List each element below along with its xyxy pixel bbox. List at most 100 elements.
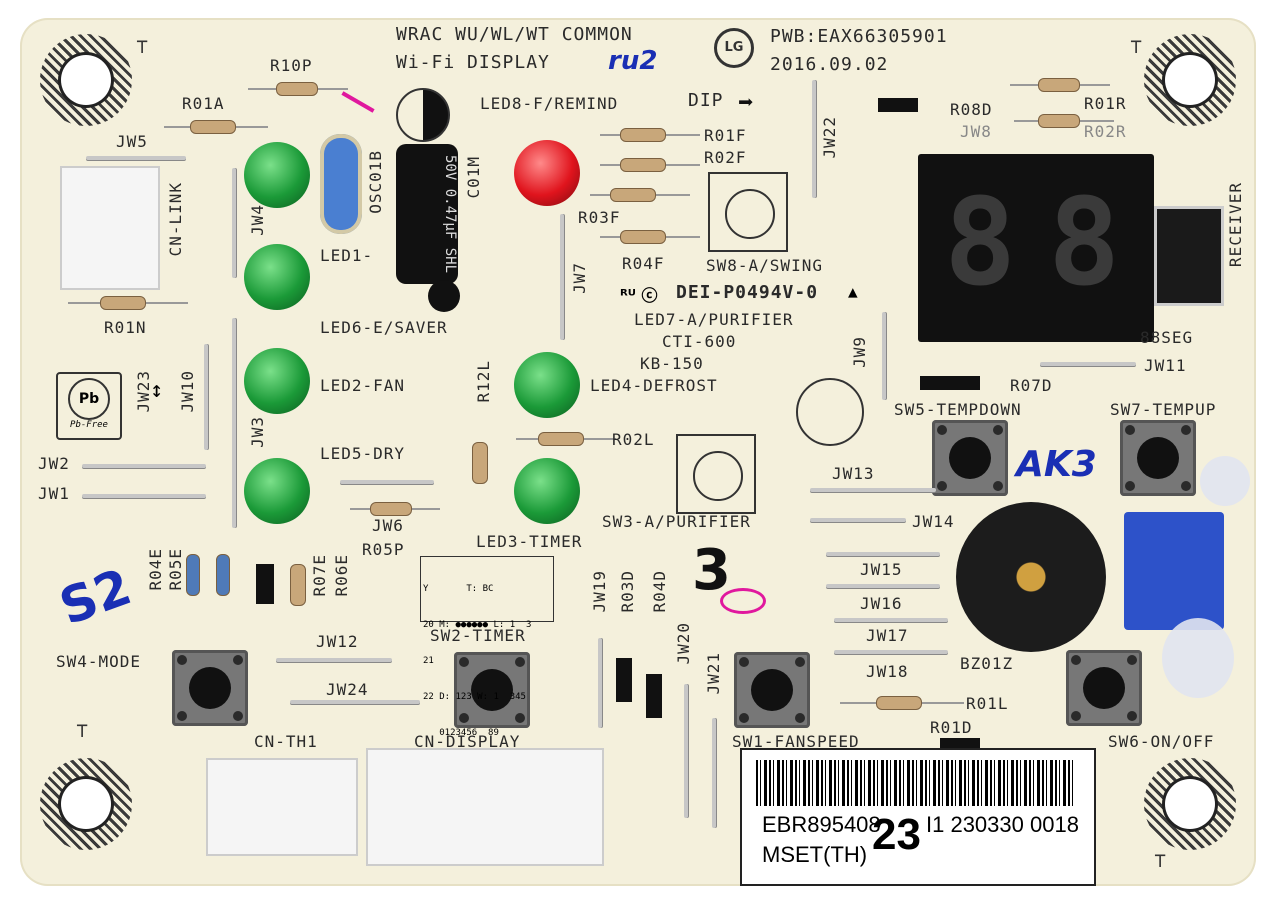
ul-mark-icon: ᴿᵁ ⓒ: [620, 286, 658, 305]
barcode-label: EBR895408 23 I1 230330 0018 MSET(TH): [740, 748, 1096, 886]
sw2-label: SW2-TIMER: [430, 626, 526, 645]
jumper-jw11: [1040, 362, 1136, 366]
pin: [1127, 711, 1137, 721]
r02l-label: R02L: [612, 430, 655, 449]
resistor-r01n: [100, 296, 146, 310]
table-row: 20 M: ●●●●●● L: 1 3: [423, 620, 532, 630]
jw6-label: JW6: [372, 516, 404, 535]
jw3-label: JW3: [248, 416, 267, 448]
pin: [233, 711, 243, 721]
jw16-label: JW16: [860, 594, 903, 613]
sw1-fanspeed-button[interactable]: [734, 652, 810, 728]
sw8-pad: [708, 172, 788, 252]
pin: [177, 711, 187, 721]
jw5-label: JW5: [116, 132, 148, 151]
pin: [1181, 481, 1191, 491]
jumper-jw9: [882, 312, 886, 400]
capacitor-c01m: 50V 0.47μF SHL: [396, 144, 458, 284]
c01m-label: C01M: [464, 156, 483, 199]
diode-r03d: [616, 658, 632, 702]
led5-label: LED5-DRY: [320, 444, 406, 463]
diode: [256, 564, 274, 604]
sw1-label: SW1-FANSPEED: [732, 732, 860, 751]
dip-label: DIP: [688, 90, 724, 111]
jumper-jw21: [712, 718, 716, 828]
pin: [993, 481, 1003, 491]
bz01z-label: BZ01Z: [960, 654, 1014, 673]
option-table: Y T: BC 20 M: ●●●●●● L: 1 3 21 22 D: 123…: [420, 556, 554, 738]
jumper-jw10: [204, 344, 208, 450]
jw17-label: JW17: [866, 626, 909, 645]
screw-icon: ⊤: [136, 34, 149, 58]
r01a-label: R01A: [182, 94, 225, 113]
cn-th1-label: CN-TH1: [254, 732, 318, 751]
jw15-label: JW15: [860, 560, 903, 579]
sw6-on-off-button[interactable]: [1066, 650, 1142, 726]
table-row: Y T: BC: [423, 584, 494, 594]
screw-icon: ⊤: [76, 718, 89, 742]
cert-label: DEI-P0494V-0: [676, 282, 819, 303]
jw8-label: JW8: [960, 122, 992, 141]
jumper-jw2: [82, 464, 206, 468]
board-title: WRAC WU/WL/WT COMMON: [396, 24, 633, 45]
sw7-tempup-button[interactable]: [1120, 420, 1196, 496]
sw7-label: SW7-TEMPUP: [1110, 400, 1217, 419]
jw24-label: JW24: [326, 680, 369, 699]
pin: [1125, 425, 1135, 435]
sw5-label: SW5-TEMPDOWN: [894, 400, 1022, 419]
pin: [937, 481, 947, 491]
digit-1: 8: [944, 174, 1017, 313]
table-row: 21: [423, 656, 434, 666]
button-cap: [1137, 437, 1179, 479]
sw3-label: SW3-A/PURIFIER: [602, 512, 751, 531]
cn-link-connector: [60, 166, 160, 290]
transistor: [396, 88, 450, 142]
white-tab: [1200, 456, 1250, 506]
button-cap: [471, 669, 513, 711]
jw11-label: JW11: [1144, 356, 1187, 375]
jumper-jw7: [560, 214, 564, 340]
jumper-jw4: [232, 168, 236, 278]
led7-label: LED7-A/PURIFIER: [634, 310, 794, 329]
pin: [233, 655, 243, 665]
jumper-jw18: [834, 650, 948, 654]
pin: [1181, 425, 1191, 435]
led3-timer: [514, 458, 580, 524]
r04e-label: R04E: [146, 548, 165, 591]
barcode-mset: MSET(TH): [762, 842, 868, 867]
led3-label: LED3-TIMER: [476, 532, 583, 551]
pin: [739, 657, 749, 667]
screw-icon: ⊤: [1130, 34, 1143, 58]
jumper: [340, 480, 434, 484]
cn-display-connector: [366, 748, 604, 866]
led6-e-saver: [244, 244, 310, 310]
resistor-r01l: [876, 696, 922, 710]
white-tab: [1162, 618, 1234, 698]
cn-th1-connector: [206, 758, 358, 856]
jw14-label: JW14: [912, 512, 955, 531]
cn-link-label: CN-LINK: [166, 182, 185, 257]
resistor-r12l: [472, 442, 488, 484]
cn-display-label: CN-DISPLAY: [414, 732, 521, 751]
led4-defrost: [514, 352, 580, 418]
magenta-mark: [720, 588, 766, 614]
resistor-r01f: [620, 128, 666, 142]
sw4-mode-button[interactable]: [172, 650, 248, 726]
led4-label: LED4-DEFROST: [590, 376, 718, 395]
resistor-r01a: [190, 120, 236, 134]
r07d-label: R07D: [1010, 376, 1053, 395]
sw2-timer-button[interactable]: [454, 652, 530, 728]
board-date: 2016.09.02: [770, 54, 889, 75]
led1-label: LED1-: [320, 246, 374, 265]
barcode-revision: 23: [872, 810, 921, 859]
resistor-r02r: [1038, 78, 1080, 92]
receiver-label: RECEIVER: [1226, 182, 1245, 268]
triangle-icon: ▲: [848, 282, 858, 301]
button-cap: [949, 437, 991, 479]
led7-a-purifier-footprint: [796, 378, 864, 446]
magenta-mark: [341, 91, 375, 113]
led5-dry: [244, 458, 310, 524]
pwb-number: PWB:EAX66305901: [770, 26, 948, 47]
sw5-tempdown-button[interactable]: [932, 420, 1008, 496]
r05p-label: R05P: [362, 540, 405, 559]
